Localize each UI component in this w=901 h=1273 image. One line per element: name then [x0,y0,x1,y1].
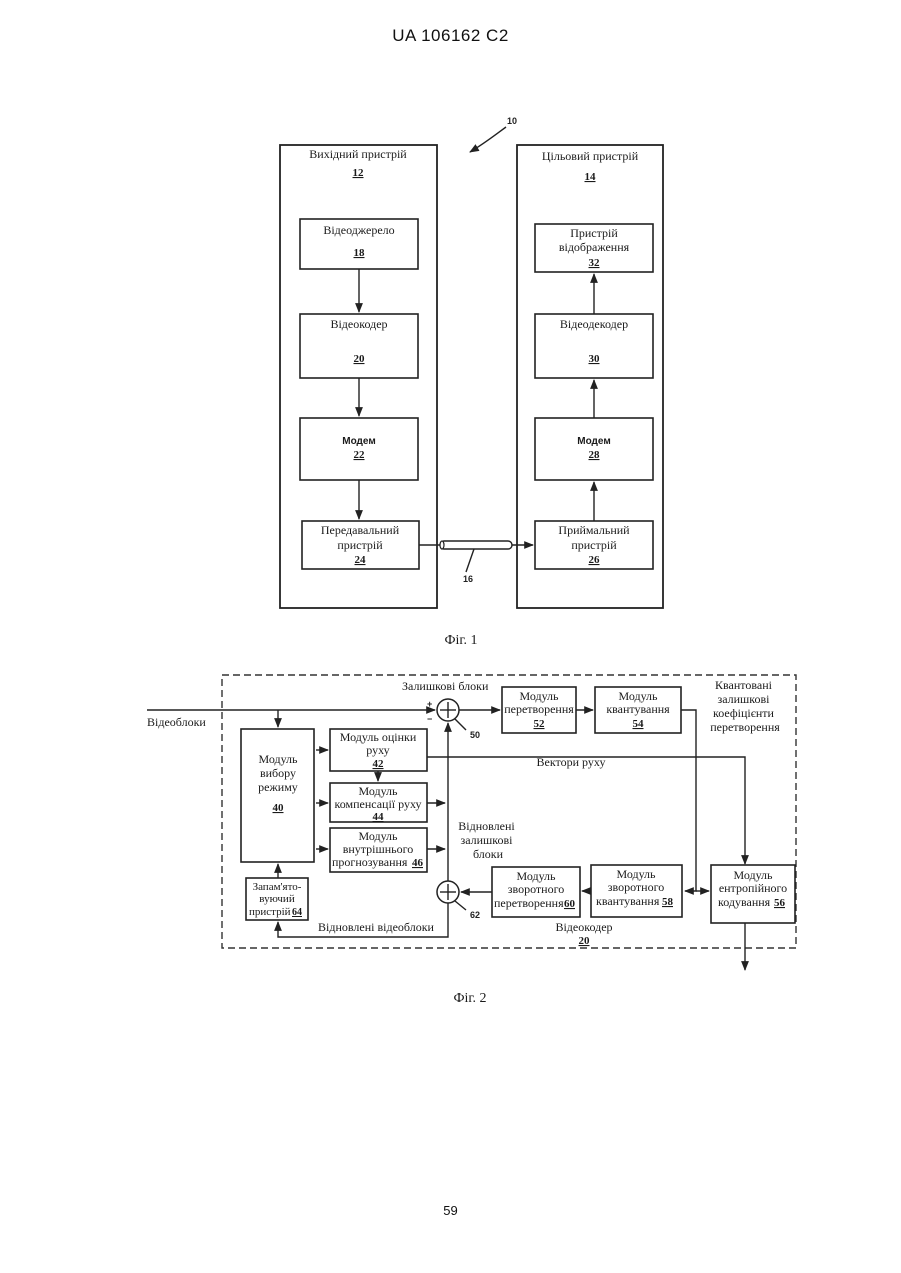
svg-text:42: 42 [373,758,385,770]
svg-text:Приймальний: Приймальний [558,523,630,537]
display-device-block: Пристрій відображення 32 [535,224,653,272]
svg-text:44: 44 [373,811,385,823]
svg-text:пристрій: пристрій [249,906,291,918]
motion-estimation-module: Модуль оцінки руху 42 [330,729,427,771]
svg-text:кодування: кодування [718,895,771,909]
source-device-title: Вихідний пристрій [309,147,407,161]
reconstructed-residual-label: Відновлені залишкові блоки [458,819,517,861]
modem-tx-block: Модем 22 [300,418,418,480]
svg-text:Відеодекодер: Відеодекодер [560,317,628,331]
svg-text:Модуль: Модуль [516,869,556,883]
svg-text:пристрій: пристрій [571,538,617,552]
svg-text:32: 32 [589,257,601,269]
quantization-module: Модуль квантування 54 [595,687,681,733]
svg-text:Модуль: Модуль [616,867,656,881]
svg-text:24: 24 [355,554,367,566]
svg-text:Модем: Модем [342,436,375,447]
svg-text:56: 56 [774,897,786,909]
svg-text:вуючий: вуючий [259,893,295,905]
svg-text:30: 30 [589,353,601,365]
figure-1: 10 Вихідний пристрій 12 Цільовий пристрі… [280,116,663,648]
encoder-label: Відеокодер [555,920,612,934]
transform-module: Модуль перетворення 52 [502,687,576,733]
svg-text:Модуль: Модуль [358,829,398,843]
svg-text:28: 28 [589,449,601,461]
encoder-ref: 20 [579,935,591,947]
svg-text:внутрішнього: внутрішнього [343,842,414,856]
summer-50: + − 50 [427,699,480,740]
destination-device-title: Цільовий пристрій [542,149,639,163]
reconstructed-video-label: Відновлені відеоблоки [318,920,435,934]
svg-text:+: + [427,699,432,709]
summer-62: 62 [437,881,480,920]
entropy-coding-module: Модуль ентропійного кодування 56 [711,865,795,923]
video-blocks-input-label: Відеоблоки [147,715,206,729]
svg-text:Пристрій: Пристрій [570,226,618,240]
svg-text:прогнозування: прогнозування [332,855,408,869]
system-ref-arrow [470,127,506,152]
video-source-block: Відеоджерело 18 [300,219,418,269]
svg-text:18: 18 [354,247,366,259]
svg-text:Модем: Модем [577,436,610,447]
svg-text:46: 46 [412,857,424,869]
motion-compensation-module: Модуль компенсації руху 44 [330,783,427,823]
intra-prediction-module: Модуль внутрішнього прогнозування 46 [330,828,427,872]
video-decoder-block: Відеодекодер 30 [535,314,653,378]
svg-text:Модуль: Модуль [733,868,773,882]
channel-ref: 16 [463,574,473,584]
svg-text:22: 22 [354,449,366,461]
svg-text:20: 20 [354,353,366,365]
svg-text:26: 26 [589,554,601,566]
svg-text:зворотного: зворотного [508,882,564,896]
figure-2: Відеоблоки Залишкові блоки Квантовані за… [147,675,796,1006]
svg-text:50: 50 [470,730,480,740]
svg-text:Передавальний: Передавальний [321,523,400,537]
svg-text:52: 52 [534,718,546,730]
svg-text:квантування: квантування [606,702,670,716]
receiver-block: Приймальний пристрій 26 [535,521,653,569]
transmitter-block: Передавальний пристрій 24 [302,521,419,569]
memory-module: Запам'ято- вуючий пристрій 64 [246,878,308,920]
video-encoder-block: Відеокодер 20 [300,314,418,378]
destination-device-ref: 14 [585,171,597,183]
svg-text:відображення: відображення [559,240,630,254]
svg-text:40: 40 [273,802,285,814]
svg-text:Модуль: Модуль [618,689,658,703]
svg-text:Модуль: Модуль [519,689,559,703]
svg-text:60: 60 [564,898,576,910]
svg-text:режиму: режиму [258,780,298,794]
svg-text:перетворення: перетворення [504,702,574,716]
figure-2-caption: Фіг. 2 [453,991,486,1006]
svg-text:Модуль: Модуль [258,752,298,766]
svg-text:квантування: квантування [596,894,660,908]
svg-text:пристрій: пристрій [337,538,383,552]
svg-text:вибору: вибору [260,766,296,780]
svg-text:Модуль оцінки: Модуль оцінки [340,730,417,744]
inverse-transform-module: Модуль зворотного перетворення 60 [492,867,580,917]
svg-text:58: 58 [662,896,674,908]
svg-text:−: − [427,714,432,724]
modem-rx-block: Модем 28 [535,418,653,480]
svg-text:ентропійного: ентропійного [719,881,787,895]
source-device-ref: 12 [353,167,365,179]
inverse-quantization-module: Модуль зворотного квантування 58 [591,865,682,917]
mode-select-module: Модуль вибору режиму 40 [241,729,314,862]
svg-text:Модуль: Модуль [358,784,398,798]
svg-text:Відеокодер: Відеокодер [330,317,387,331]
system-ref: 10 [507,116,517,126]
svg-text:Запам'ято-: Запам'ято- [253,881,302,893]
svg-text:54: 54 [633,718,645,730]
svg-text:перетворення: перетворення [494,896,564,910]
residual-blocks-label: Залишкові блоки [402,679,489,693]
quantized-coefficients-label: Квантовані залишкові коефіцієнти перетво… [710,678,780,734]
svg-text:зворотного: зворотного [608,880,664,894]
svg-text:Відеоджерело: Відеоджерело [323,223,394,237]
svg-text:64: 64 [292,907,302,918]
svg-text:62: 62 [470,910,480,920]
svg-text:руху: руху [366,743,389,757]
figure-1-caption: Фіг. 1 [444,633,477,648]
page-number: 59 [0,1203,901,1218]
svg-text:компенсації руху: компенсації руху [334,797,421,811]
